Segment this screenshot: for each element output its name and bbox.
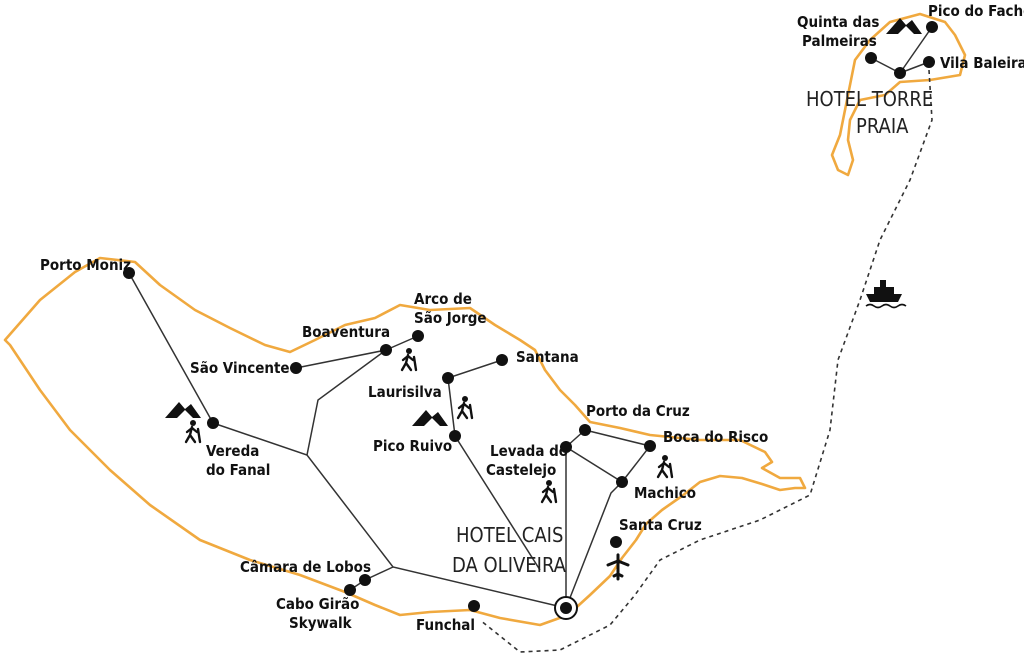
marker-pico-ruivo[interactable] xyxy=(449,430,461,442)
label-cabo-girao-1: Cabo Girão xyxy=(276,595,359,613)
marker-santa-cruz[interactable] xyxy=(610,536,622,548)
mountain-icon xyxy=(165,402,201,418)
porto-santo-coastline xyxy=(830,12,967,177)
label-levada-do-castelejo-1: Levada do xyxy=(490,442,568,460)
marker-santana[interactable] xyxy=(496,354,508,366)
label-levada-do-castelejo-2: Castelejo xyxy=(486,461,556,479)
label-boaventura: Boaventura xyxy=(302,323,390,341)
label-vereda-do-fanal-2: do Fanal xyxy=(206,461,270,479)
hotel-cais-name-2: DA OLIVEIRA xyxy=(452,553,567,577)
mountain-icon xyxy=(412,410,448,426)
label-laurisilva: Laurisilva xyxy=(368,383,442,401)
hiker-icon xyxy=(656,455,674,479)
label-arco-de-sao-jorge-2: São Jorge xyxy=(414,309,487,327)
label-camara-de-lobos: Câmara de Lobos xyxy=(240,558,371,576)
label-machico: Machico xyxy=(634,484,696,502)
hiker-icon xyxy=(184,420,202,444)
marker-arco-de-sao-jorge[interactable] xyxy=(412,330,424,342)
hotel-torre-name-1: HOTEL TORRE xyxy=(806,87,933,111)
label-porto-da-cruz: Porto da Cruz xyxy=(586,402,690,420)
label-quinta-das-palmeiras-1: Quinta das xyxy=(797,13,879,31)
label-funchal: Funchal xyxy=(416,616,475,634)
location-markers xyxy=(123,21,938,612)
marker-funchal[interactable] xyxy=(468,600,480,612)
marker-sao-vincente[interactable] xyxy=(290,362,302,374)
marker-hotel-torre-praia[interactable] xyxy=(894,67,906,79)
marker-boaventura[interactable] xyxy=(380,344,392,356)
label-santana: Santana xyxy=(516,348,579,366)
marker-quinta-das-palmeiras[interactable] xyxy=(865,52,877,64)
routes xyxy=(128,26,933,609)
label-arco-de-sao-jorge-1: Arco de xyxy=(414,290,472,308)
hiker-icon xyxy=(400,348,418,372)
marker-cabo-girao[interactable] xyxy=(344,584,356,596)
label-quinta-das-palmeiras-2: Palmeiras xyxy=(802,32,877,50)
marker-vila-baleira[interactable] xyxy=(923,56,935,68)
label-pico-do-facho: Pico do Facho xyxy=(928,2,1024,20)
hotel-marker-icon[interactable] xyxy=(554,596,578,620)
marker-boca-do-risco[interactable] xyxy=(644,440,656,452)
label-santa-cruz: Santa Cruz xyxy=(619,516,702,534)
marker-camara-de-lobos[interactable] xyxy=(359,574,371,586)
label-boca-do-risco: Boca do Risco xyxy=(663,428,768,446)
airplane-icon xyxy=(606,553,630,581)
marker-pico-do-facho[interactable] xyxy=(926,21,938,33)
ferry-icon xyxy=(865,280,907,309)
ferry-route xyxy=(479,69,933,653)
marker-porto-moniz[interactable] xyxy=(123,267,135,279)
madeira-coastline xyxy=(3,256,807,627)
label-sao-vincente: São Vincente xyxy=(190,359,290,377)
marker-laurisilva[interactable] xyxy=(442,372,454,384)
mountain-icon xyxy=(886,18,922,34)
marker-levada-do-castelejo[interactable] xyxy=(560,441,572,453)
label-cabo-girao-2: Skywalk xyxy=(289,614,353,632)
label-vereda-do-fanal-1: Vereda xyxy=(206,442,259,460)
hotel-cais-name-1: HOTEL CAIS xyxy=(456,523,563,547)
hotel-torre-name-2: PRAIA xyxy=(856,114,909,138)
hiker-icon xyxy=(540,480,558,504)
marker-porto-da-cruz[interactable] xyxy=(579,424,591,436)
hiker-icon xyxy=(456,396,474,420)
label-vila-baleira: Vila Baleira xyxy=(940,54,1024,72)
marker-machico[interactable] xyxy=(616,476,628,488)
label-porto-moniz: Porto Moniz xyxy=(40,256,131,274)
label-pico-ruivo: Pico Ruivo xyxy=(373,437,452,455)
marker-vereda-do-fanal[interactable] xyxy=(207,417,219,429)
